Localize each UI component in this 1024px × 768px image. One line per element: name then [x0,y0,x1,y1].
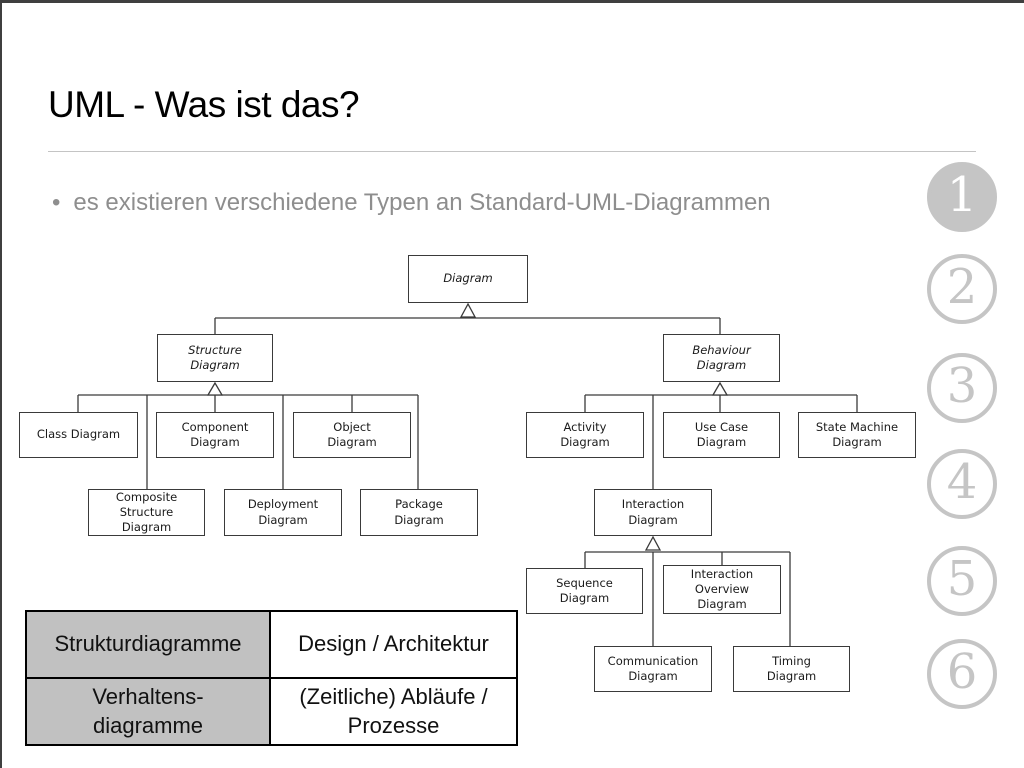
diagram-node-interaction-overview-diagram: Interaction Overview Diagram [663,565,781,614]
diagram-node-use-case-diagram: Use Case Diagram [663,412,780,458]
diagram-node-object-diagram: Object Diagram [293,412,411,458]
slide-number-badge-2: 2 [927,254,997,324]
table-cell-ablaeufe-prozesse: (Zeitliche) Abläufe / Prozesse [269,677,518,746]
diagram-node-class-diagram: Class Diagram [19,412,138,458]
generalization-triangle-icon [206,381,224,396]
bullet-text: es existieren verschiedene Typen an Stan… [73,189,771,216]
bullet-marker: • [52,189,61,216]
slide-number-badge-1: 1 [927,162,997,232]
diagram-node-timing-diagram: Timing Diagram [733,646,850,692]
diagram-node-interaction-diagram: Interaction Diagram [594,489,712,536]
generalization-triangle-icon [711,381,729,396]
page-title: UML - Was ist das? [48,84,360,125]
title-divider [48,151,976,152]
generalization-triangle-icon [459,302,477,318]
diagram-node-communication-diagram: Communication Diagram [594,646,712,692]
diagram-node-deployment-diagram: Deployment Diagram [224,489,342,536]
diagram-node-package-diagram: Package Diagram [360,489,478,536]
bullet-item: • es existieren verschiedene Typen an St… [52,189,771,217]
slide-number-badge-4: 4 [927,449,997,519]
table-cell-design-architektur: Design / Architektur [269,610,518,679]
summary-table: Strukturdiagramme Design / Architektur V… [25,610,518,746]
diagram-node-sequence-diagram: Sequence Diagram [526,568,643,614]
slide-number-badge-5: 5 [927,546,997,616]
slide-left-border [0,0,2,768]
table-cell-verhaltensdiagramme: Verhaltens- diagramme [25,677,271,746]
diagram-node-structure-diagram: Structure Diagram [157,334,273,382]
diagram-node-composite-structure-diagram: Composite Structure Diagram [88,489,205,536]
diagram-node-activity-diagram: Activity Diagram [526,412,644,458]
diagram-node-diagram: Diagram [408,255,528,303]
table-cell-strukturdiagramme: Strukturdiagramme [25,610,271,679]
slide-number-badge-6: 6 [927,639,997,709]
generalization-triangle-icon [644,535,662,551]
diagram-node-state-machine-diagram: State Machine Diagram [798,412,916,458]
diagram-node-component-diagram: Component Diagram [156,412,274,458]
slide-number-badge-3: 3 [927,353,997,423]
diagram-node-behaviour-diagram: Behaviour Diagram [663,334,780,382]
table-row: Strukturdiagramme Design / Architektur [25,610,518,679]
slide-top-border [0,0,1024,3]
table-row: Verhaltens- diagramme (Zeitliche) Abläuf… [25,677,518,746]
